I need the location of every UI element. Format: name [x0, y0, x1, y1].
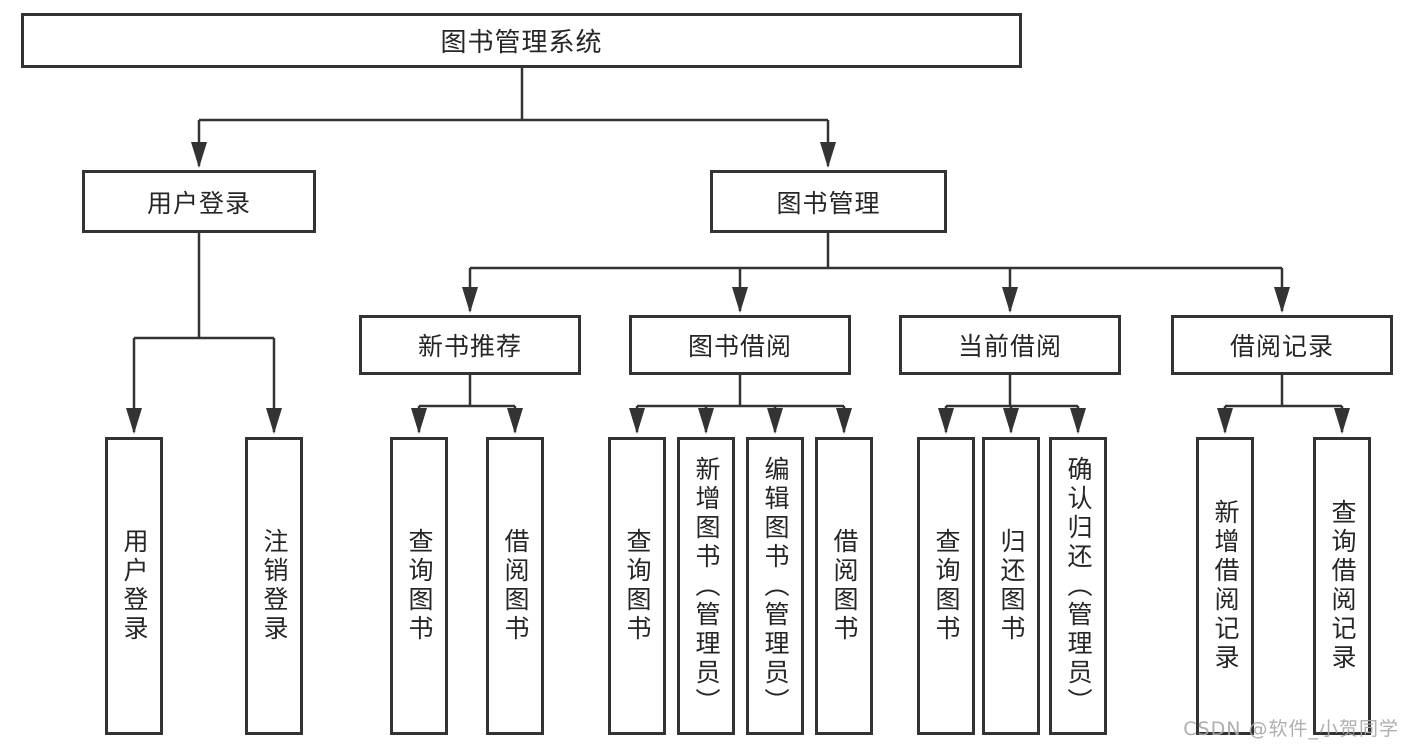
node-label: 新书推荐 — [417, 332, 522, 361]
leaf-label: 新增借阅记录 — [1211, 499, 1240, 673]
leaf-label: 查询图书 — [623, 528, 652, 644]
leaf-label: 用户登录 — [120, 528, 149, 644]
leaf-label: 查询图书 — [405, 528, 434, 644]
node-label: 当前借阅 — [957, 332, 1062, 361]
node-user-login: 用户登录 — [82, 170, 316, 233]
leaf-label: 确认归还（管理员） — [1064, 455, 1093, 717]
leaf-user-login: 用户登录 — [105, 437, 163, 735]
node-borrow-records: 借阅记录 — [1171, 315, 1393, 375]
node-label: 用户登录 — [146, 188, 251, 218]
leaf-logout: 注销登录 — [245, 437, 303, 735]
csdn-watermark: CSDN @软件_小贺同学 — [1183, 718, 1399, 740]
node-label: 借阅记录 — [1229, 332, 1334, 361]
node-book-borrow: 图书借阅 — [629, 315, 851, 375]
leaf-label: 归还图书 — [997, 528, 1026, 644]
leaf-add-borrow-record: 新增借阅记录 — [1196, 437, 1254, 735]
leaf-label: 借阅图书 — [830, 528, 859, 644]
leaf-query-books-newrec: 查询图书 — [390, 437, 448, 735]
leaf-edit-book-admin: 编辑图书（管理员） — [746, 437, 804, 735]
leaf-label: 新增图书（管理员） — [692, 455, 721, 717]
node-label: 图书借阅 — [687, 332, 792, 361]
leaf-confirm-return-admin: 确认归还（管理员） — [1049, 437, 1107, 735]
leaf-query-borrow-record: 查询借阅记录 — [1313, 437, 1371, 735]
leaf-query-books-borrowing: 查询图书 — [608, 437, 666, 735]
leaf-label: 查询借阅记录 — [1328, 499, 1357, 673]
leaf-label: 注销登录 — [260, 528, 289, 644]
leaf-query-books-current: 查询图书 — [917, 437, 975, 735]
leaf-return-book: 归还图书 — [982, 437, 1040, 735]
node-current-borrow: 当前借阅 — [899, 315, 1121, 375]
node-book-management: 图书管理 — [710, 170, 947, 233]
node-new-book-recommend: 新书推荐 — [359, 315, 581, 375]
node-label: 图书管理系统 — [440, 28, 603, 58]
leaf-label: 借阅图书 — [501, 528, 530, 644]
leaf-label: 编辑图书（管理员） — [761, 455, 790, 717]
node-library-management-system: 图书管理系统 — [21, 13, 1022, 68]
node-label: 图书管理 — [776, 188, 881, 218]
leaf-label: 查询图书 — [932, 528, 961, 644]
leaf-borrow-books-borrowing: 借阅图书 — [815, 437, 873, 735]
leaf-borrow-books-newrec: 借阅图书 — [486, 437, 544, 735]
leaf-add-book-admin: 新增图书（管理员） — [677, 437, 735, 735]
